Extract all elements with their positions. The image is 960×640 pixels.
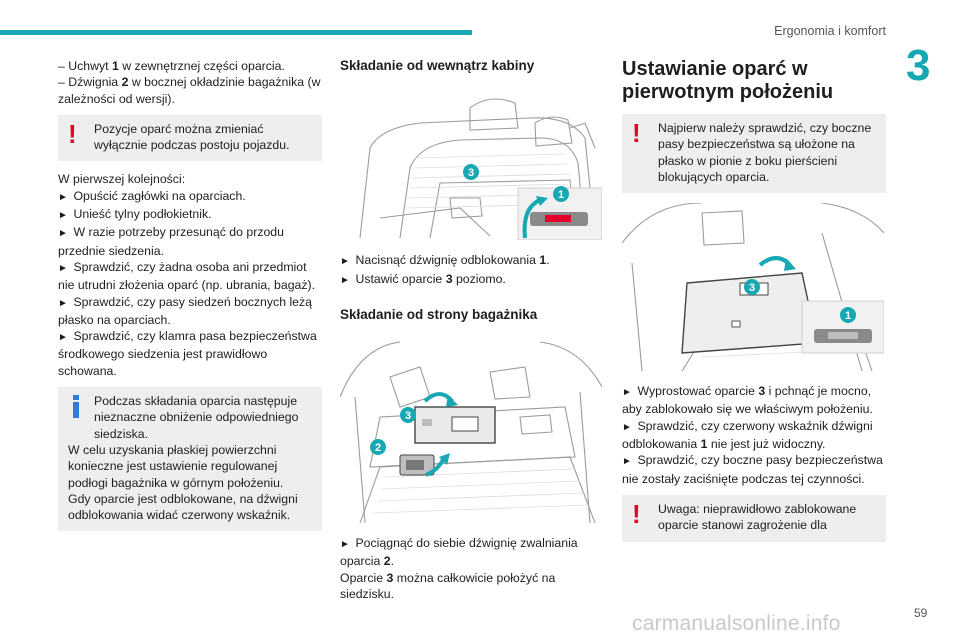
warning-box: ! Uwaga: nieprawidłowo zablokowane oparc… [622, 494, 886, 542]
chapter-number: 3 [906, 41, 931, 90]
warning-text: Najpierw należy sprawdzić, czy boczne pa… [658, 121, 872, 184]
callout-1: 1 [558, 189, 564, 201]
info-icon [68, 395, 86, 419]
info-box: Podczas składania oparcia następuje niez… [58, 387, 322, 532]
illustration-folding-cabin: 3 1 [340, 88, 602, 241]
intro-line-lever: – Dźwignia 2 w bocznej okładzinie bagażn… [58, 75, 321, 106]
step-item: Ustawić oparcie 3 poziomo. [340, 271, 602, 289]
preparation-steps: W pierwszej kolejności: Opuścić zagłówki… [58, 171, 322, 379]
info-text-3: Gdy oparcie jest odblokowane, na dźwigni… [68, 491, 298, 523]
step-item: Sprawdzić, czy boczne pasy bezpieczeństw… [622, 452, 886, 487]
section-heading-restore: Ustawianie oparć w pierwotnym położeniu [622, 58, 834, 103]
step-item: Sprawdzić, czy żadna osoba ani przedmiot… [58, 259, 322, 294]
step-item: Pociągnąć do siebie dźwignię zwalniania … [340, 535, 602, 570]
warning-icon: ! [632, 118, 641, 148]
step-item: Unieść tylny podłokietnik. [58, 206, 322, 224]
section-heading-cabin: Składanie od wewnątrz kabiny [340, 58, 535, 73]
info-text-1: Podczas składania oparcia następuje niez… [94, 394, 299, 441]
step-item: Nacisnąć dźwignię odblokowania 1. [340, 252, 602, 270]
column-left: – Uchwyt 1 w zewnętrznej części oparcia.… [58, 58, 322, 541]
step-note: Oparcie 3 można całkowicie położyć na si… [340, 570, 556, 602]
callout-2: 2 [375, 442, 381, 454]
column-right: Ustawianie oparć w pierwotnym położeniu … [622, 58, 886, 552]
step-item: Wyprostować oparcie 3 i pchnąć je mocno,… [622, 383, 886, 418]
step-item: Sprawdzić, czy pasy siedzeń bocznych leż… [58, 294, 322, 329]
intro-line-handle: – Uchwyt 1 w zewnętrznej części oparcia. [58, 59, 285, 73]
step-item: W razie potrzeby przesunąć do przodu prz… [58, 224, 322, 259]
callout-3: 3 [405, 410, 411, 422]
page-number: 59 [914, 606, 928, 620]
step-item: Sprawdzić, czy klamra pasa bezpieczeństw… [58, 328, 322, 379]
illustration-folding-cabin-svg: 3 1 [340, 88, 602, 241]
callout-1: 1 [845, 310, 851, 322]
warning-icon: ! [68, 118, 77, 149]
step-item: Opuścić zagłówki na oparciach. [58, 188, 322, 206]
warning-text: Uwaga: nieprawidłowo zablokowane oparcie… [658, 501, 857, 533]
header-accent-bar [0, 30, 472, 35]
steps-cabin: Nacisnąć dźwignię odblokowania 1. Ustawi… [340, 252, 602, 289]
callout-3: 3 [468, 167, 474, 179]
section-heading-trunk: Składanie od strony bagażnika [340, 306, 538, 322]
callout-3: 3 [749, 282, 755, 294]
chapter-title: Ergonomia i komfort [774, 24, 886, 38]
steps-trunk: Pociągnąć do siebie dźwignię zwalniania … [340, 535, 602, 602]
illustration-restore-seat-svg: 3 1 [622, 203, 884, 372]
warning-box: ! Najpierw należy sprawdzić, czy boczne … [622, 114, 886, 194]
steps-restore: Wyprostować oparcie 3 i pchnąć je mocno,… [622, 383, 886, 487]
step-item: Sprawdzić, czy czerwony wskaźnik dźwigni… [622, 418, 886, 453]
illustration-folding-trunk: 3 2 [340, 337, 602, 524]
first-label: W pierwszej kolejności: [58, 172, 186, 187]
intro-text: – Uchwyt 1 w zewnętrznej części oparcia.… [58, 58, 322, 107]
column-middle: Składanie od wewnątrz kabiny [340, 58, 602, 608]
warning-icon: ! [632, 498, 641, 529]
illustration-folding-trunk-svg: 3 2 [340, 337, 602, 524]
watermark: carmanualsonline.info [632, 612, 841, 635]
illustration-restore-seat: 3 1 [622, 203, 884, 372]
warning-box: ! Pozycje oparć można zmieniać wyłącznie… [58, 114, 322, 162]
warning-text: Pozycje oparć można zmieniać wyłącznie p… [94, 121, 290, 153]
info-text-2: W celu uzyskania płaskiej powierzchni ko… [68, 442, 284, 490]
